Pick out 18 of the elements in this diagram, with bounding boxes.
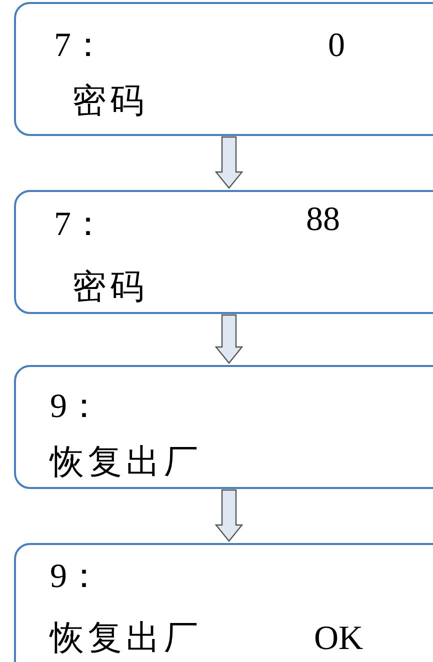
arrow <box>214 136 244 189</box>
menu-value: 88 <box>306 200 340 240</box>
menu-label: 密码 <box>72 268 148 308</box>
menu-number: 9： <box>50 557 101 597</box>
menu-box <box>14 2 433 136</box>
arrow <box>214 489 244 542</box>
menu-number: 7： <box>54 205 105 245</box>
menu-label: 密码 <box>72 82 148 122</box>
menu-label: 恢复出厂 <box>50 619 202 659</box>
menu-number: 9： <box>50 387 101 427</box>
menu-box <box>14 190 433 314</box>
menu-box <box>14 543 433 662</box>
menu-value: OK <box>314 619 364 659</box>
menu-box <box>14 365 433 489</box>
arrow <box>214 314 244 364</box>
menu-value: 0 <box>328 26 345 66</box>
menu-number: 7： <box>54 26 105 66</box>
menu-label: 恢复出厂 <box>50 443 202 483</box>
